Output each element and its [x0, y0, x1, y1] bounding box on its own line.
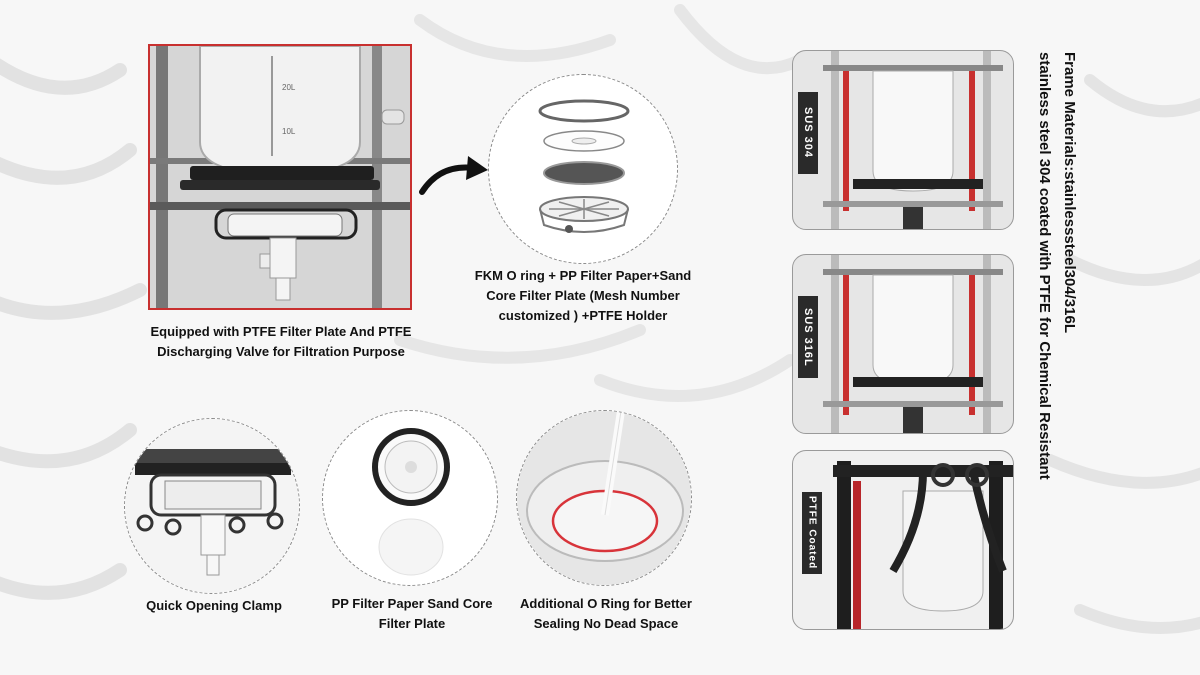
- o-ring-caption: Additional O Ring for Better Sealing No …: [520, 596, 692, 631]
- sus304-tag: SUS 304: [798, 92, 818, 174]
- o-ring-circle: [516, 410, 692, 586]
- filter-paper-circle: [322, 410, 498, 586]
- o-ring-illustration: [517, 411, 691, 585]
- frame-card-ptfe-coated: [792, 450, 1014, 630]
- palm-leaf-background-mid: [394, 4, 800, 402]
- reactor-filter-photo: 20L 10L: [148, 44, 412, 310]
- frame-card-sus304: [792, 50, 1014, 230]
- exploded-filter-caption: FKM O ring + PP Filter Paper+Sand Core F…: [474, 268, 692, 323]
- exploded-filter-circle: [488, 74, 678, 264]
- scale-20l-label: 20L: [282, 83, 296, 92]
- frame-materials-title: Frame Materials:stainlesssteel304/316L s…: [1030, 52, 1082, 612]
- frame-materials-line1: Frame Materials:stainlesssteel304/316L: [1061, 52, 1078, 333]
- filter-stack-illustration: [538, 99, 630, 233]
- scale-10l-label: 10L: [282, 127, 296, 136]
- frame-sus316l-illustration: [823, 255, 1003, 433]
- frame-ptfe-illustration: [833, 461, 1013, 629]
- reactor-illustration: 20L 10L: [150, 46, 410, 308]
- quick-opening-clamp-circle: [124, 418, 300, 594]
- frame-materials-line2: stainless steel 304 coated with PTFE for…: [1036, 52, 1053, 480]
- frame-card-sus316l: [792, 254, 1014, 434]
- filter-paper-caption: PP Filter Paper Sand Core Filter Plate: [331, 596, 493, 631]
- main-photo-caption: Equipped with PTFE Filter Plate And PTFE…: [150, 324, 412, 359]
- clamp-illustration: [125, 419, 299, 593]
- sus316l-tag: SUS 316L: [798, 296, 818, 378]
- filter-paper-illustration: [372, 428, 450, 576]
- ptfe-coated-tag: PTFE Coated: [802, 492, 822, 574]
- palm-leaf-background-left: [0, 58, 147, 600]
- frame-sus304-illustration: [823, 51, 1003, 229]
- quick-opening-clamp-caption: Quick Opening Clamp: [146, 598, 282, 613]
- palm-leaf-background-right: [1044, 74, 1200, 634]
- arrow-right-icon: [419, 156, 488, 195]
